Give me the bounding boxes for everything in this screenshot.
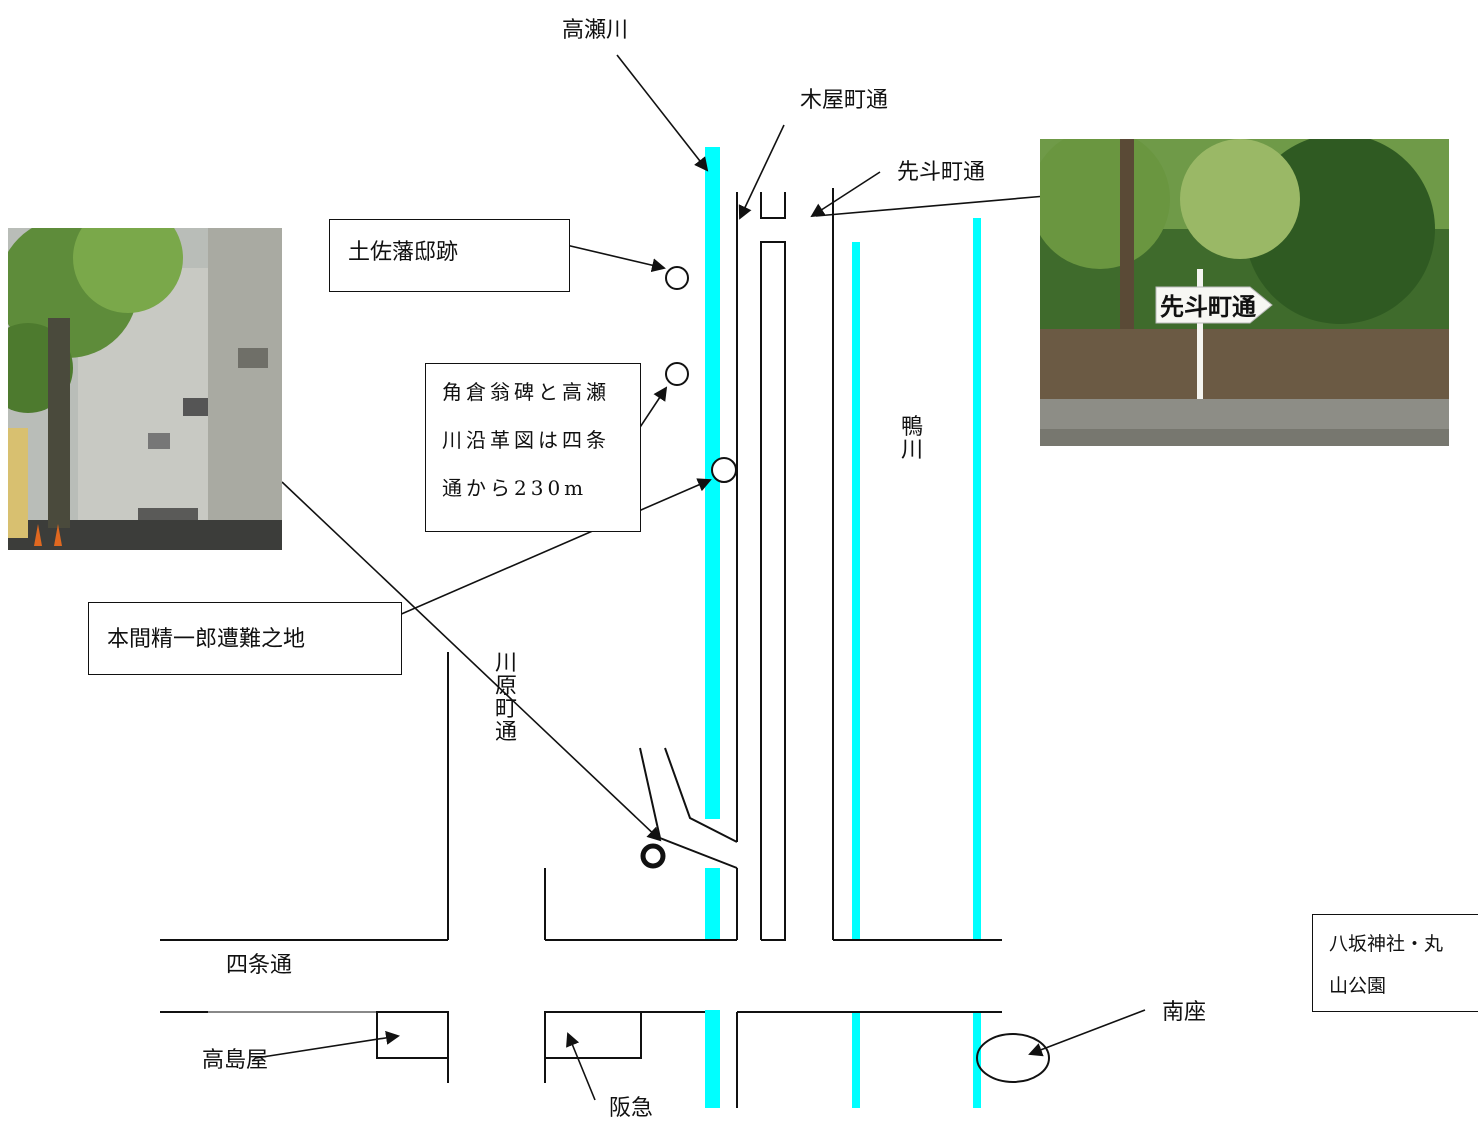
kamo-river [852, 218, 981, 1108]
label-pontocho: 先斗町通 [897, 160, 986, 185]
label-suminokura: 角倉翁碑と高瀬川沿革図は四条通から230m [442, 380, 610, 500]
label-takashimaya: 高島屋 [202, 1048, 269, 1073]
label-tosa: 土佐藩邸跡 [348, 240, 459, 265]
pontocho-sign-text: 先斗町通 [1160, 293, 1256, 321]
alley-photo [8, 228, 282, 550]
streets [160, 188, 1050, 1108]
label-kawaramachi: 川原町通 [494, 651, 517, 746]
site-markers [640, 266, 737, 869]
box-yasaka: 八坂神社・丸山公園 [1312, 914, 1478, 1012]
box-tosa: 土佐藩邸跡 [329, 219, 570, 292]
label-kamo-river: 鴨川 [900, 415, 923, 464]
box-honma: 本間精一郎遭難之地 [88, 602, 402, 675]
label-kiyamachi: 木屋町通 [800, 88, 889, 113]
honma-marker [711, 457, 737, 483]
leader-lines [255, 54, 1146, 1101]
label-minamiza: 南座 [1162, 1000, 1207, 1025]
alley-photo-image [8, 228, 282, 550]
takase-river [705, 147, 720, 1108]
label-honma: 本間精一郎遭難之地 [107, 627, 306, 652]
photo-site-marker [640, 843, 666, 869]
suminokura-marker [665, 362, 689, 386]
label-shijo: 四条通 [226, 953, 293, 978]
pontocho-sign-photo: 先斗町通 [1040, 139, 1449, 446]
label-takase-river: 高瀬川 [562, 18, 629, 43]
box-suminokura: 角倉翁碑と高瀬川沿革図は四条通から230m [425, 363, 641, 532]
tosa-marker [665, 266, 689, 290]
pontocho-sign-photo-image: 先斗町通 [1040, 139, 1449, 446]
label-hankyu: 阪急 [609, 1096, 654, 1121]
label-yasaka: 八坂神社・丸山公園 [1329, 933, 1444, 997]
